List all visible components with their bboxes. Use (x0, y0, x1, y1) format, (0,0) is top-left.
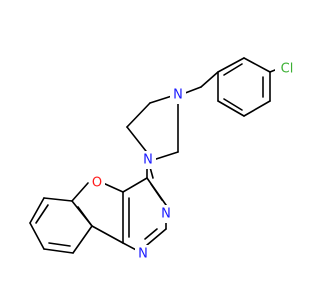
atom-label-n: N (161, 207, 171, 222)
bond (243, 100, 271, 117)
piperazine-ring (126, 94, 179, 161)
bond (29, 222, 45, 250)
atom-n-piperazine-top: N (170, 86, 186, 104)
atom-label-n: N (138, 247, 148, 262)
atom-cl: Cl (275, 60, 297, 78)
benzofuropyrimidine-core (29, 167, 167, 254)
bond (223, 98, 243, 111)
bond (217, 100, 245, 117)
bond (144, 228, 158, 240)
bond (243, 57, 271, 73)
bond (150, 183, 163, 201)
atom-label-o: O (92, 176, 102, 191)
molecule-structure: Cl N N O N N (29, 57, 297, 263)
atom-label-n: N (173, 88, 183, 103)
bond (48, 242, 71, 247)
bond (43, 197, 73, 202)
bond (126, 102, 151, 128)
atom-n-pyrimidine-1: N (158, 205, 174, 223)
atom-label-cl: Cl (281, 62, 294, 77)
bond (223, 63, 243, 76)
bond (77, 206, 93, 227)
bond (217, 57, 245, 73)
bond (71, 182, 89, 202)
molecule-canvas: Cl N N O N N (29, 57, 297, 263)
bond (152, 151, 179, 161)
atom-n-pyrimidine-2: N (135, 245, 151, 263)
bond (72, 225, 93, 254)
bond (102, 182, 124, 193)
atom-label-n: N (143, 153, 153, 168)
bond (29, 197, 45, 224)
bond (91, 225, 124, 244)
bond (122, 177, 148, 193)
atom-n-piperazine-bottom: N (140, 151, 156, 169)
bond (146, 228, 167, 246)
bond (35, 204, 49, 224)
atom-o-furan: O (89, 174, 105, 192)
bond (200, 71, 219, 88)
bond (43, 248, 74, 254)
chlorophenyl-ring (217, 57, 271, 117)
